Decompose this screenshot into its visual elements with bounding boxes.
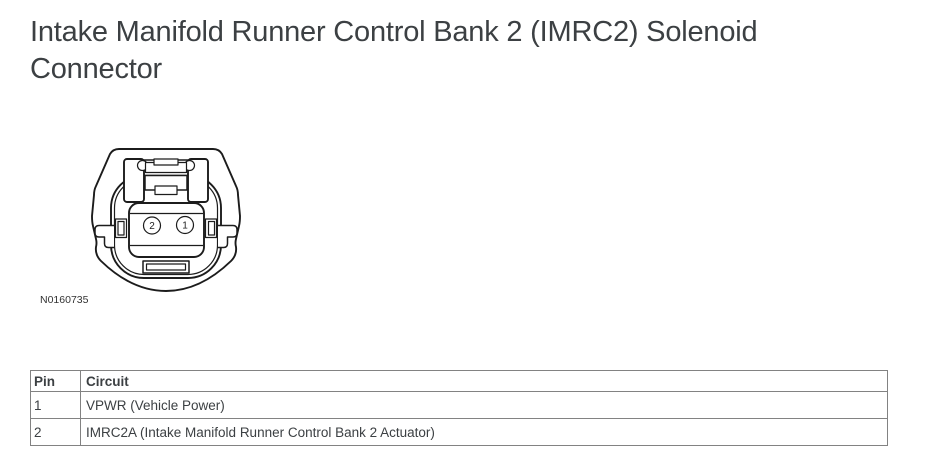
figure-id: N0160735 <box>40 294 89 306</box>
circuit-cell: IMRC2A (Intake Manifold Runner Control B… <box>80 418 888 446</box>
table-row: 1 VPWR (Vehicle Power) <box>30 391 888 419</box>
latch-assembly <box>123 158 209 203</box>
side-key-left-inner <box>117 220 125 236</box>
latch-top-key <box>153 158 179 166</box>
pin-2-cavity <box>142 216 162 235</box>
connector-diagram: 2 1 <box>91 148 241 292</box>
terminal-housing-body <box>128 202 205 258</box>
pin-2-label: 2 <box>149 221 155 232</box>
latch-lower-key <box>154 185 178 196</box>
column-header-circuit: Circuit <box>80 370 888 392</box>
pin-1-label: 1 <box>182 221 188 232</box>
hook-wing-right <box>218 224 238 249</box>
bottom-index-tab-inner <box>145 263 187 271</box>
pin-cell: 2 <box>30 418 81 446</box>
column-header-pin: Pin <box>30 370 81 392</box>
circuit-cell: VPWR (Vehicle Power) <box>80 391 888 419</box>
table-row: 2 IMRC2A (Intake Manifold Runner Control… <box>30 418 888 446</box>
terminal-housing: 2 1 <box>128 202 205 258</box>
hook-wing-left <box>94 224 114 249</box>
pin-circuit-table: Pin Circuit 1 VPWR (Vehicle Power) 2 IMR… <box>30 370 888 446</box>
page-title: Intake Manifold Runner Control Bank 2 (I… <box>30 16 758 85</box>
table-header-row: Pin Circuit <box>30 370 888 392</box>
pin-1-cavity <box>175 215 195 235</box>
side-key-right-inner <box>207 220 216 236</box>
pin-cell: 1 <box>30 391 81 419</box>
